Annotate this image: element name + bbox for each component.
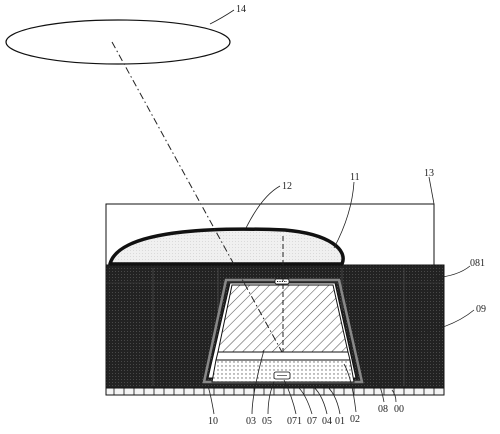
lens-dome <box>108 227 345 266</box>
label-12: 12 <box>282 181 292 192</box>
label-02: 02 <box>350 414 360 425</box>
label-11: 11 <box>350 172 360 183</box>
target-ellipse <box>5 19 231 65</box>
leader-lines <box>207 9 475 415</box>
label-01: 01 <box>335 416 345 427</box>
label-07: 07 <box>307 416 317 427</box>
label-00: 00 <box>394 404 404 415</box>
label-09: 09 <box>476 304 486 315</box>
substrate-ticks <box>113 388 435 395</box>
label-05: 05 <box>262 416 272 427</box>
interface-band <box>215 351 351 361</box>
label-03: 03 <box>246 416 256 427</box>
label-071: 071 <box>287 416 302 427</box>
label-10: 10 <box>208 416 218 427</box>
label-14: 14 <box>236 4 246 15</box>
label-08: 08 <box>378 404 388 415</box>
label-081: 081 <box>470 258 485 269</box>
light-ray-line <box>111 41 283 353</box>
phosphor-layer <box>211 359 355 383</box>
label-13: 13 <box>424 168 434 179</box>
substrate <box>105 387 445 396</box>
reflective-wall <box>202 278 364 384</box>
label-04: 04 <box>322 416 332 427</box>
